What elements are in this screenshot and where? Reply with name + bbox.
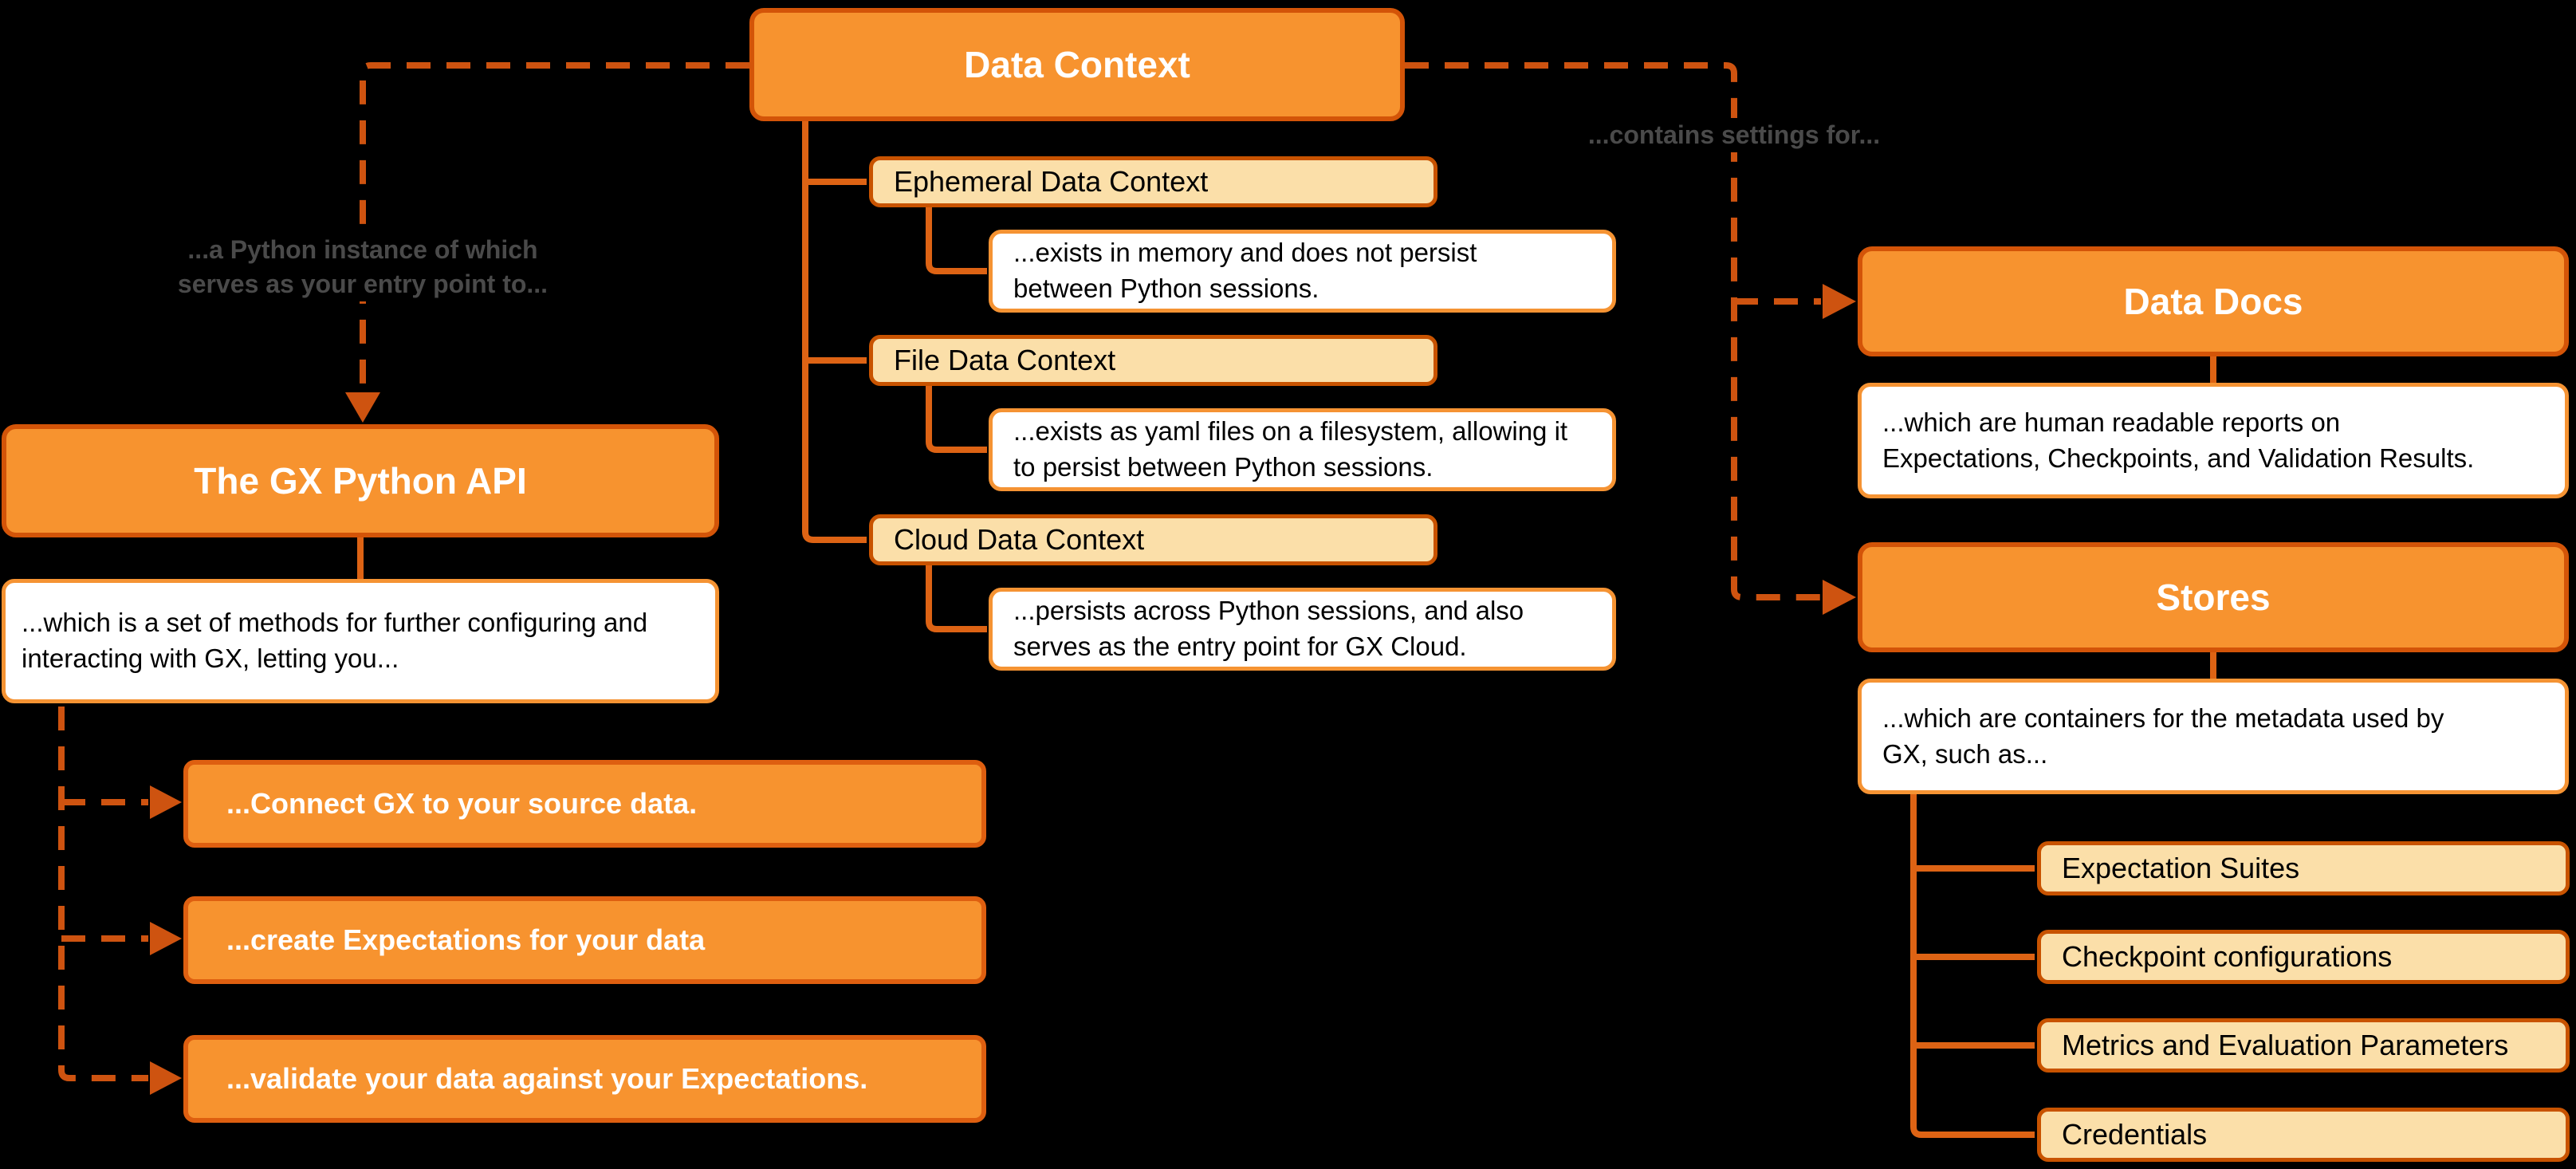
node-cloud-data-context: Cloud Data Context xyxy=(869,514,1437,565)
note-ephemeral-description: ...exists in memory and does not persist… xyxy=(989,230,1616,313)
edge-label-contains-settings: ...contains settings for... xyxy=(1551,118,1917,153)
arrowhead-stores xyxy=(1823,580,1856,615)
tree-file-desc xyxy=(926,386,987,453)
node-ephemeral-data-context: Ephemeral Data Context xyxy=(869,156,1437,207)
edge-datacontext-to-stores xyxy=(1405,62,1821,600)
node-store-expectation-suites: Expectation Suites xyxy=(2037,841,2570,895)
node-stores-title: Stores xyxy=(2156,577,2271,618)
node-data-docs-title: Data Docs xyxy=(2123,281,2303,322)
note-file-description: ...exists as yaml files on a filesystem,… xyxy=(989,408,1616,491)
note-cloud-description: ...persists across Python sessions, and … xyxy=(989,588,1616,671)
node-stores: Stores xyxy=(1858,542,2569,652)
node-gx-python-api-title: The GX Python API xyxy=(194,460,527,502)
edge-label-python-instance: ...a Python instance of which serves as … xyxy=(132,233,594,302)
arrowhead-action3 xyxy=(150,1061,182,1095)
arrowhead-datadocs xyxy=(1823,284,1856,319)
arrowhead-action1 xyxy=(150,785,182,819)
node-store-checkpoint-configurations: Checkpoint configurations xyxy=(2037,930,2570,984)
node-store-credentials: Credentials xyxy=(2037,1108,2570,1162)
note-data-docs-description: ...which are human readable reports on E… xyxy=(1858,383,2569,498)
node-gx-python-api: The GX Python API xyxy=(2,424,719,537)
node-action-connect-data: ...Connect GX to your source data. xyxy=(183,760,986,848)
edge-gxdesc-to-actions xyxy=(58,707,148,1081)
tree-cloud-desc xyxy=(926,565,987,632)
node-data-docs: Data Docs xyxy=(1858,246,2569,356)
note-gx-api-description: ...which is a set of methods for further… xyxy=(2,579,719,703)
node-action-validate-data: ...validate your data against your Expec… xyxy=(183,1035,986,1123)
tree-datacontext-trunk xyxy=(802,121,867,543)
node-data-context: Data Context xyxy=(749,8,1405,121)
tree-ephemeral-desc xyxy=(926,207,987,274)
arrowhead-gxapi xyxy=(345,392,380,423)
edge-datacontext-to-gxapi xyxy=(360,62,749,396)
tree-stores-trunk xyxy=(1910,794,2035,1138)
note-stores-description: ...which are containers for the metadata… xyxy=(1858,679,2569,794)
node-data-context-title: Data Context xyxy=(964,44,1190,85)
node-action-create-expectations: ...create Expectations for your data xyxy=(183,896,986,984)
node-store-metrics-evaluation-parameters: Metrics and Evaluation Parameters xyxy=(2037,1018,2570,1073)
arrowhead-action2 xyxy=(150,922,182,955)
node-file-data-context: File Data Context xyxy=(869,335,1437,386)
